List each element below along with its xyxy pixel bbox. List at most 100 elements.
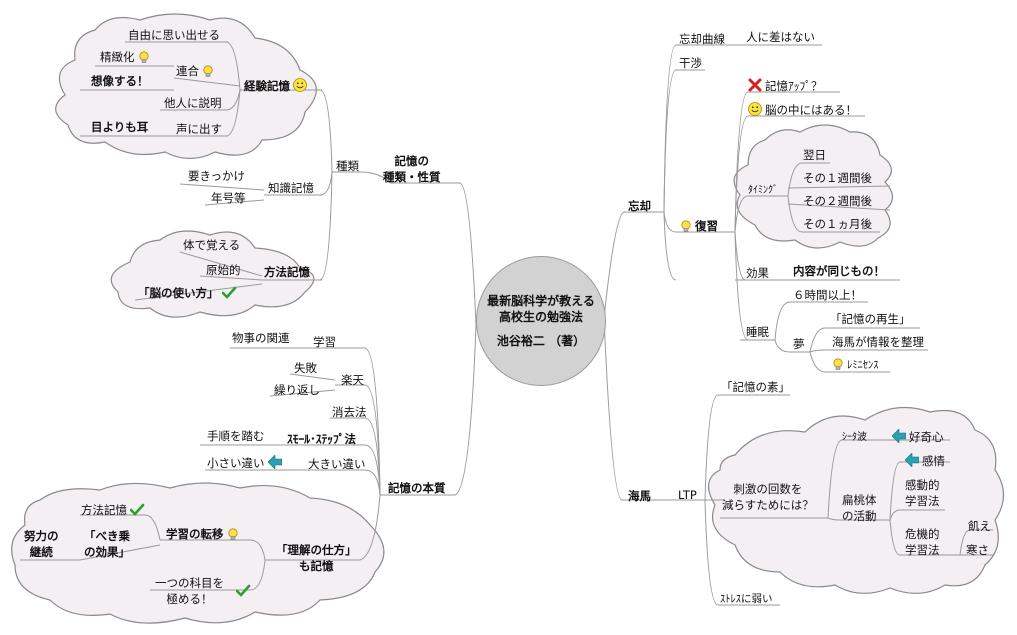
node-onaji-naiyou[interactable]: 内容が同じもの！ [793, 264, 885, 278]
cloud-keiken [55, 13, 317, 160]
node-ookii-chigai[interactable]: 大きい違い [308, 457, 366, 471]
node-rokujikan[interactable]: ６時間以上！ [793, 288, 862, 302]
node-kanshou[interactable]: 干渉 [679, 56, 702, 70]
center-title-line1: 最新脳科学が教える [487, 294, 595, 308]
node-boukyaku-kyokusen[interactable]: 忘却曲線 [679, 32, 725, 46]
node-memo-mimi[interactable]: 目よりも耳 [91, 120, 149, 134]
node-koukishin[interactable]: 好奇心 [892, 429, 944, 444]
smiley-icon [748, 102, 762, 116]
cloud-timing [733, 124, 894, 249]
reminiscence-label: ﾚﾐﾆｾﾝｽ [847, 359, 879, 371]
node-week1[interactable]: その１週間後 [803, 171, 872, 185]
node-kaiba-seiri[interactable]: 海馬が情報を整理 [832, 335, 924, 349]
doryoku-line2: 継続 [29, 545, 53, 559]
node-souzou[interactable]: 想像する！ [91, 74, 149, 88]
seichika-label: 精緻化 [100, 50, 135, 64]
arrow-left-icon [905, 453, 919, 467]
kiokuup-label: 記憶ｱｯﾌﾟ？ [765, 79, 823, 93]
node-hentoutai[interactable]: 扁桃体 の活動 [842, 494, 877, 523]
branch-kioku-shurui[interactable]: 記憶の 種類・性質 [383, 155, 441, 184]
node-kikkake[interactable]: 要きっかけ [188, 169, 246, 183]
node-kandou-gakushu[interactable]: 感動的 学習法 [905, 479, 940, 508]
center-topic[interactable]: 最新脳科学が教える 高校生の勉強法 池谷裕二 （著） [476, 256, 606, 386]
node-gakushu-ten-i[interactable]: 学習の転移 [166, 528, 239, 541]
check-icon [236, 584, 251, 597]
node-rengo[interactable]: 連合 [176, 65, 214, 78]
smiley-icon [293, 78, 307, 92]
center-title-line2: 高校生の勉強法 [498, 310, 583, 324]
connectors [20, 41, 993, 606]
shigeki-line1: 刺激の回数を [733, 482, 803, 496]
node-shurui[interactable]: 種類 [336, 159, 359, 173]
node-stress[interactable]: ｽﾄﾚｽに弱い [720, 593, 773, 605]
node-month1[interactable]: その１ヵ月後 [803, 217, 872, 231]
bulb-icon [227, 528, 238, 540]
node-doryoku[interactable]: 努力の 継続 [24, 530, 59, 559]
node-suimin[interactable]: 睡眠 [746, 325, 769, 339]
node-fukushu[interactable]: 復習 [680, 220, 718, 233]
rikai-line2: も記憶 [299, 559, 334, 573]
node-kiki-gakushu[interactable]: 危機的 学習法 [905, 528, 940, 557]
nounaka-label: 脳の中にはある！ [765, 103, 857, 117]
bulb-icon [681, 220, 691, 232]
node-free-recall[interactable]: 自由に思い出せる [128, 28, 220, 42]
arrow-left-icon [892, 429, 906, 443]
node-small-step[interactable]: ｽﾓｰﾙ･ｽﾃｯﾌﾟ法 [287, 432, 356, 446]
node-keiken-kioku[interactable]: 経験記憶 [244, 78, 307, 93]
noutsukai-label: 「脳の使い方」 [138, 286, 219, 300]
node-houhou-kioku-2[interactable]: 方法記憶 [81, 503, 145, 517]
node-chishiki-kioku[interactable]: 知識記憶 [268, 181, 314, 195]
node-bukkyou-kanren[interactable]: 物事の関連 [232, 331, 290, 345]
node-rakuten[interactable]: 楽天 [341, 373, 364, 387]
branch-kaiba[interactable]: 海馬 [628, 489, 651, 503]
node-kouka[interactable]: 効果 [746, 266, 769, 280]
node-kurikaeshi[interactable]: 繰り返し [274, 383, 320, 397]
node-setsumei[interactable]: 他人に説明 [164, 96, 222, 110]
node-houhou-kioku[interactable]: 方法記憶 [264, 265, 310, 279]
branch-boukyaku[interactable]: 忘却 [628, 199, 651, 213]
node-ltp[interactable]: LTP [678, 488, 697, 502]
node-yume[interactable]: 夢 [793, 337, 805, 351]
node-nengou[interactable]: 年号等 [211, 191, 246, 205]
node-timing[interactable]: ﾀｲﾐﾝｸﾞ [748, 185, 778, 196]
node-hito-sa[interactable]: 人に差はない [746, 30, 815, 44]
node-gakushu[interactable]: 学習 [313, 335, 336, 349]
node-kioku-up[interactable]: 記憶ｱｯﾌﾟ？ [748, 78, 823, 93]
node-karada[interactable]: 体で覚える [183, 238, 241, 252]
rengo-label: 連合 [176, 64, 199, 78]
node-kioku-saisei[interactable]: 「記憶の再生」 [830, 312, 911, 326]
node-nou-tsukai[interactable]: 「脳の使い方」 [138, 286, 237, 300]
chiisai-label: 小さい違い [207, 456, 265, 470]
kiwame-line1: 一つの科目を [155, 576, 224, 590]
node-rikai-shikata[interactable]: 「理解の仕方」 も記憶 [276, 544, 357, 573]
bulb-icon [833, 358, 843, 370]
node-reminiscence[interactable]: ﾚﾐﾆｾﾝｽ [832, 358, 879, 372]
rikai-line1: 「理解の仕方」 [276, 543, 357, 557]
branch-kioku-honshitsu[interactable]: 記憶の本質 [388, 481, 446, 495]
node-bekijou[interactable]: 「べき乗 の効果」 [84, 530, 130, 559]
node-samusa[interactable]: 寒さ [966, 543, 989, 557]
node-shigeki-kaisuu[interactable]: 刺激の回数を 減らすためには？ [722, 483, 814, 512]
node-kiwameru[interactable]: 一つの科目を 極める！ [155, 577, 224, 606]
node-week2[interactable]: その２週間後 [803, 194, 872, 208]
node-seichika[interactable]: 精緻化 [100, 51, 150, 64]
node-ue[interactable]: 飢え [968, 519, 991, 533]
node-kioku-moto[interactable]: 「記憶の素」 [721, 380, 790, 394]
cloud-rikai [11, 482, 385, 624]
node-shoukyo[interactable]: 消去法 [332, 405, 367, 419]
node-yokujitsu[interactable]: 翌日 [803, 148, 826, 162]
kanjou-label: 感情 [922, 454, 945, 468]
node-koe[interactable]: 声に出す [176, 122, 222, 136]
node-shippai[interactable]: 失敗 [294, 361, 317, 375]
node-kanjou[interactable]: 感情 [905, 453, 945, 468]
node-genshi[interactable]: 原始的 [206, 263, 241, 277]
node-theta-wave[interactable]: ｼｰﾀ波 [842, 432, 867, 443]
kiki-line1: 危機的 [905, 527, 940, 541]
node-chiisai-chigai[interactable]: 小さい違い [207, 455, 282, 470]
node-tejun[interactable]: 手順を踏む [207, 429, 265, 443]
cloud-kaiba [708, 406, 1005, 594]
beki-line1: 「べき乗 [84, 529, 130, 543]
node-nou-naka[interactable]: 脳の中にはある！ [748, 102, 857, 117]
ten-i-label: 学習の転移 [166, 527, 224, 541]
